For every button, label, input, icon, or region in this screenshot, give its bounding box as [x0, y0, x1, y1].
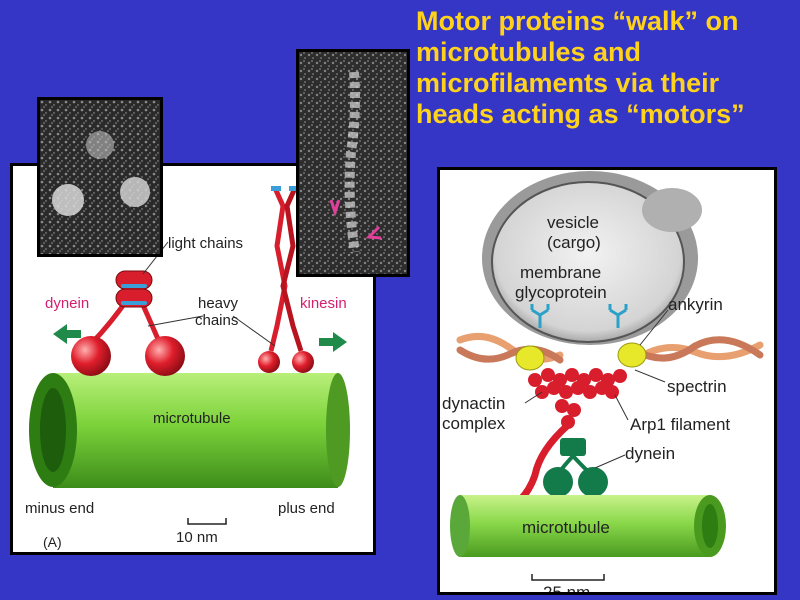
heavy-chains-label-line1: heavy: [198, 295, 239, 312]
ankyrin-label: ankyrin: [668, 295, 723, 314]
spectrin-filaments: [456, 332, 764, 364]
scale-label: 10 nm: [176, 529, 218, 546]
kinesin-motor: [258, 186, 314, 373]
dynein-micrograph-image: [40, 100, 160, 254]
title-line-3: microfilaments via their: [416, 68, 720, 98]
ankyrin-adaptors: [515, 342, 647, 371]
motor-protein-diagram: light chains heavy chains dynein kinesin…: [25, 186, 350, 550]
panel-letter: (A): [43, 534, 62, 550]
pointer-arrow-icon: [329, 199, 341, 217]
heavy-chains-label-line2: chains: [195, 312, 238, 329]
vesicle-transport-diagram-panel: vesicle (cargo) membrane glycoprotein an…: [437, 167, 777, 595]
vesicle-label-line2: (cargo): [547, 233, 601, 252]
title-line-4: heads acting as “motors”: [416, 99, 745, 129]
kinesin-label: kinesin: [300, 295, 347, 312]
scale-label-right: 25 nm: [543, 583, 590, 592]
membrane-label-line1: membrane: [520, 263, 601, 282]
arp1-filament: [528, 368, 627, 429]
dynactin-arm: [517, 422, 571, 503]
dynein-motor: [71, 270, 185, 376]
title-line-2: microtubules and: [416, 37, 642, 67]
arp1-label: Arp1 filament: [630, 415, 730, 434]
kinesin-micrograph: [296, 49, 410, 277]
leader-lines-right: [524, 309, 669, 469]
leader-lines: [142, 241, 276, 347]
dynein-micrograph: [37, 97, 163, 257]
right-arrow-icon: [319, 332, 347, 352]
microtubule-cylinder: [29, 373, 350, 488]
microtubule-cylinder-right: [450, 495, 726, 557]
light-chains-label: light chains: [168, 235, 243, 252]
spectrin-label: spectrin: [667, 377, 727, 396]
minus-end-label: minus end: [25, 500, 94, 517]
dynactin-label-line1: dynactin: [442, 394, 505, 413]
dynein-motor-right: [543, 438, 608, 497]
scale-bar-right: [531, 574, 605, 581]
slide-title: Motor proteins “walk” on microtubules an…: [416, 6, 796, 130]
microtubule-label: microtubule: [153, 410, 231, 427]
vesicle: [482, 171, 702, 345]
plus-end-label: plus end: [278, 500, 335, 517]
dynactin-label-line2: complex: [442, 414, 506, 433]
membrane-label-line2: glycoprotein: [515, 283, 607, 302]
vesicle-label-line1: vesicle: [547, 213, 599, 232]
scale-bar: [187, 518, 227, 525]
dynein-label-right: dynein: [625, 444, 675, 463]
left-arrow-icon: [53, 324, 81, 344]
title-line-1: Motor proteins “walk” on: [416, 6, 739, 36]
membrane-glycoproteins: [530, 304, 628, 328]
vesicle-transport-diagram: vesicle (cargo) membrane glycoprotein an…: [442, 171, 764, 592]
microtubule-label-right: microtubule: [522, 518, 610, 537]
pointer-arrow-icon-2: [365, 225, 382, 240]
dynein-label: dynein: [45, 295, 89, 312]
kinesin-micrograph-image: [299, 52, 407, 274]
